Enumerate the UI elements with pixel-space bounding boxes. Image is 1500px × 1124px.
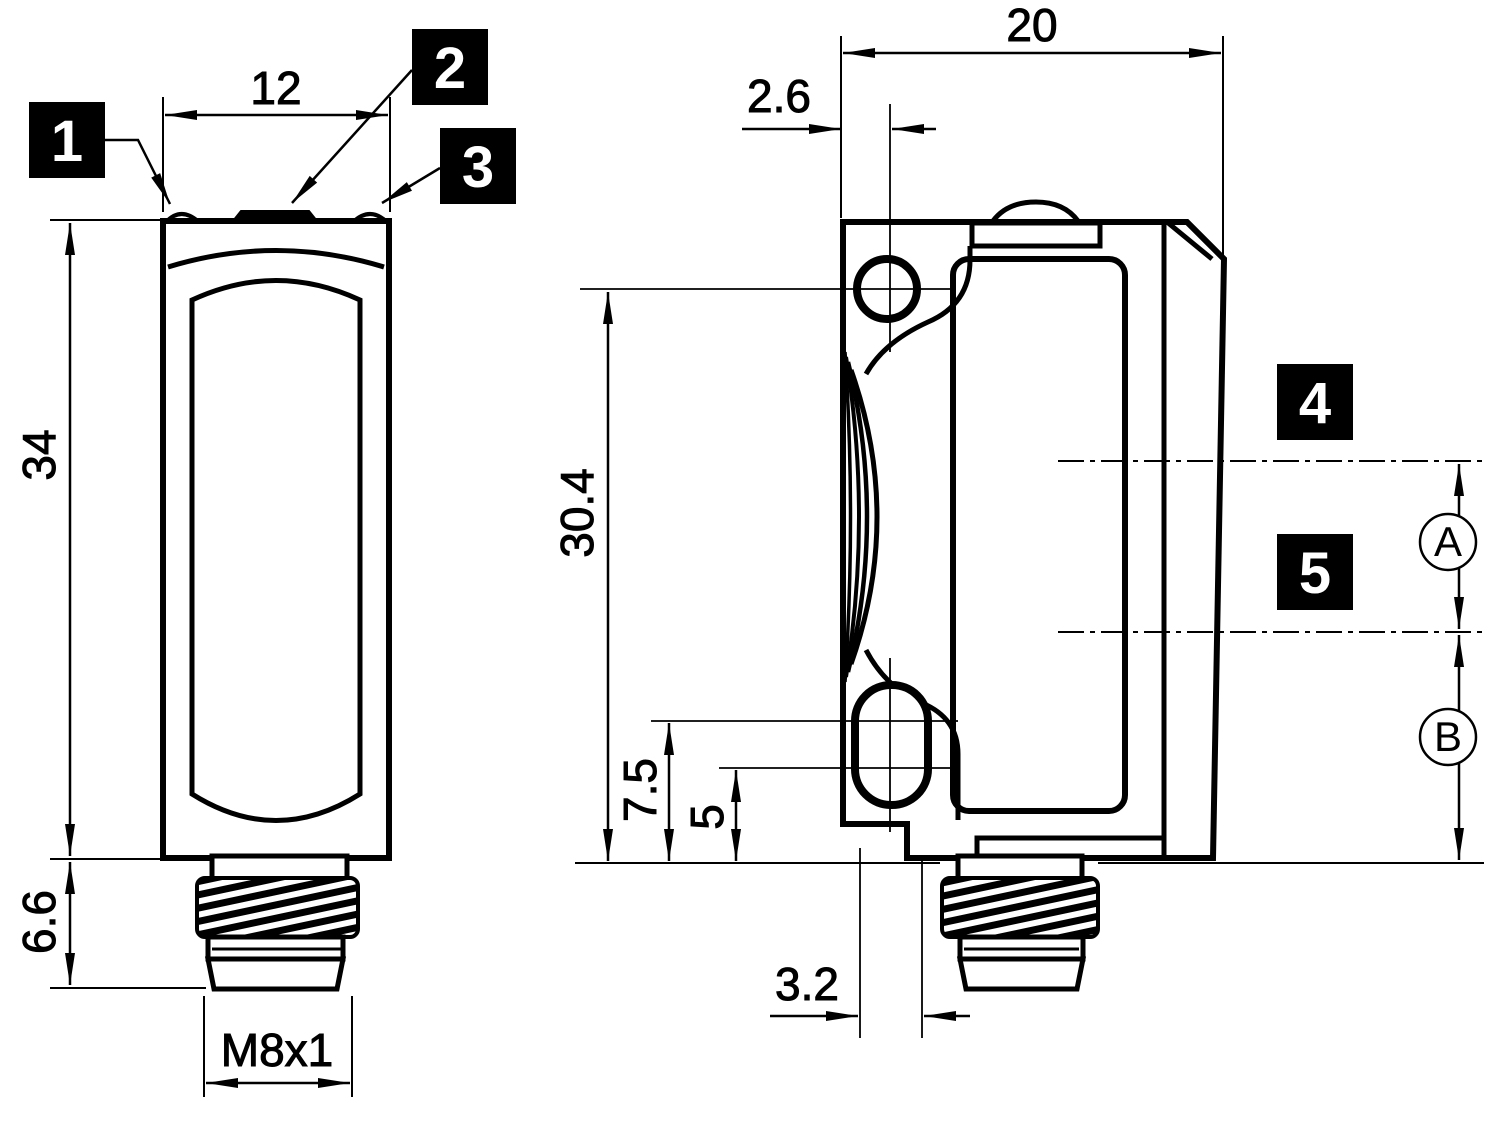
lens-arc-3 [845, 361, 870, 673]
callout-4-box [1277, 364, 1353, 440]
dim-slot-center-label: 5 [681, 804, 733, 830]
side-button-recess [969, 220, 1103, 249]
zone-a-label: A [1434, 518, 1462, 565]
callout-2-label: 2 [434, 36, 466, 101]
side-connector-thread [940, 876, 1100, 939]
lens-arc-4 [848, 369, 880, 665]
dim-slot-width-label: 3.2 [775, 958, 839, 1010]
callout-2-box [412, 29, 488, 105]
front-connector-thread [195, 876, 360, 939]
dim-connector-length-label: 6.6 [13, 890, 65, 954]
dim-hole-to-bottom-label: 30.4 [551, 468, 603, 558]
front-view: 12 34 6.6 M8x1 1 2 3 [13, 29, 516, 1097]
zone-b-label: B [1434, 713, 1462, 760]
callout-5-box [1277, 534, 1353, 610]
callout-1-label: 1 [51, 109, 83, 174]
callout-3-label: 3 [462, 135, 494, 200]
side-button-dome [990, 199, 1081, 223]
front-window-outline [189, 278, 363, 823]
zone-b-circle [1418, 707, 1478, 767]
side-cover-bottom-line [974, 835, 1163, 857]
dim-thread-label: M8x1 [221, 1024, 333, 1076]
callout-5-label: 5 [1299, 541, 1331, 606]
mounting-slot [851, 681, 932, 809]
front-connector-tip [204, 956, 347, 992]
lens-arc-1 [843, 351, 853, 683]
callout-1-box [29, 102, 105, 178]
side-inner-contour-top [863, 246, 973, 376]
side-view: 20 2.6 30.4 7.5 5 3.2 A B 4 5 [551, 0, 1488, 1038]
callout-3-box [440, 128, 516, 204]
dim-front-width-label: 12 [250, 62, 301, 114]
callout-4-label: 4 [1299, 371, 1331, 436]
side-chamfer-inner-line [1165, 220, 1214, 261]
side-cover-panel [950, 256, 1128, 814]
zone-a-circle [1418, 512, 1478, 572]
dim-axis-offset-label: 2.6 [747, 70, 811, 122]
side-connector-tip [956, 956, 1087, 992]
callout-1-leader [105, 138, 172, 205]
front-hood-arc [167, 248, 385, 270]
dim-slot-end-label: 7.5 [614, 758, 666, 822]
lens-arc-2 [844, 356, 861, 678]
callout-3-leader [381, 166, 441, 205]
dim-depth-label: 20 [1006, 0, 1057, 51]
dim-front-height-label: 34 [13, 429, 65, 480]
callout-2-leader [291, 69, 413, 204]
